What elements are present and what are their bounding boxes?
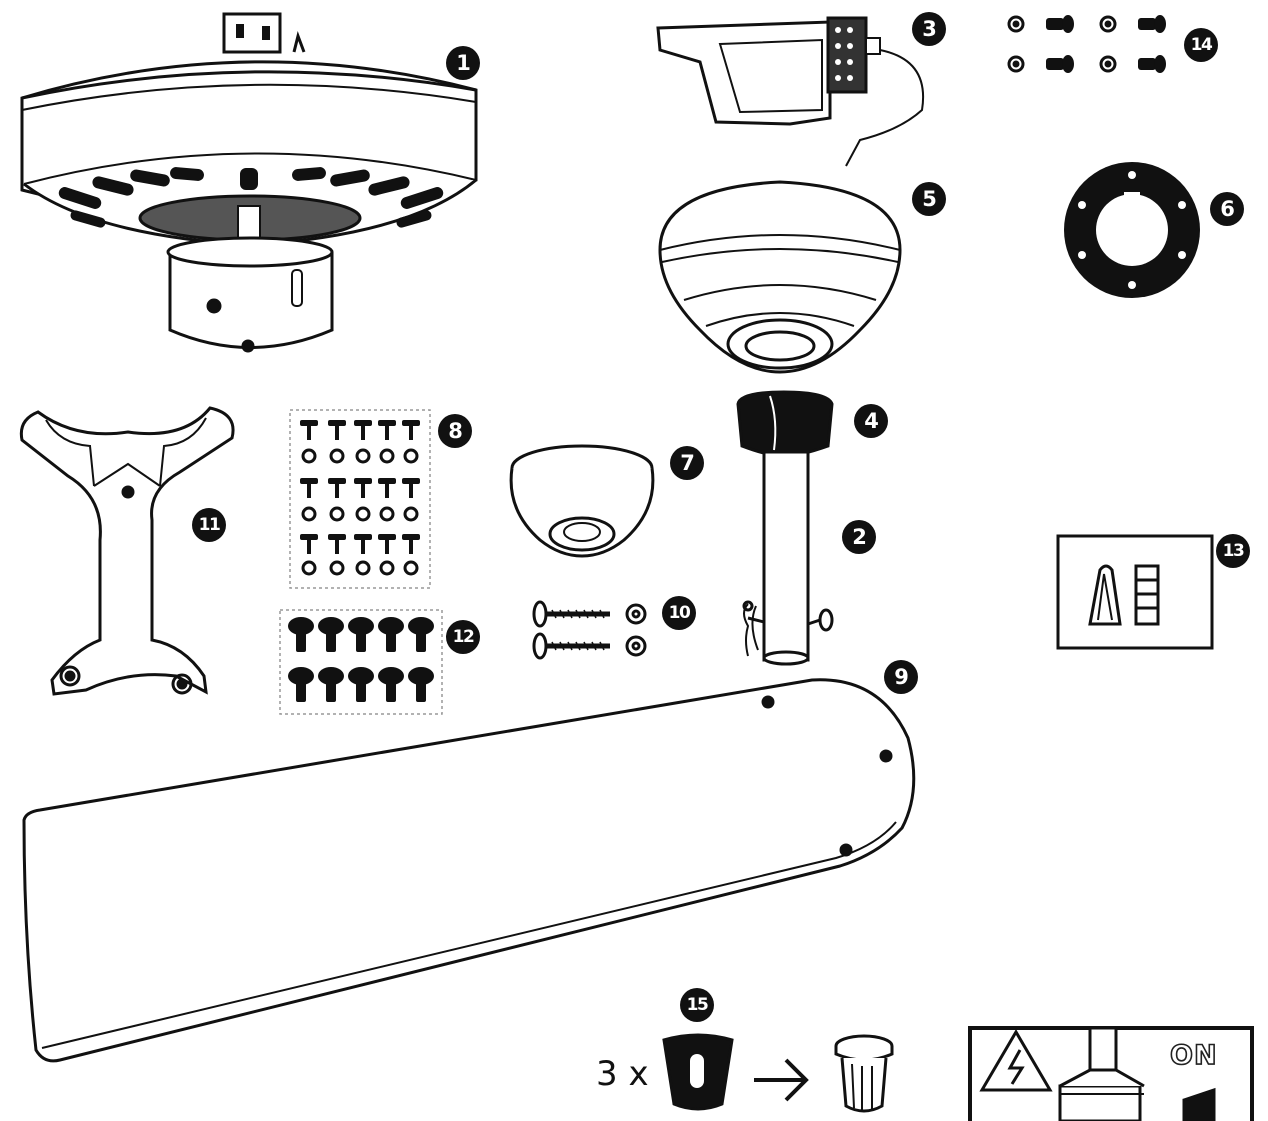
callout-7: 7 <box>670 446 704 480</box>
blade-screws-icon <box>279 609 443 715</box>
callout-9: 9 <box>884 660 918 694</box>
callout-8: 8 <box>438 414 472 448</box>
canopy-icon <box>658 180 902 374</box>
switch-on-label: ON <box>1169 1039 1218 1072</box>
callout-12: 12 <box>446 620 480 654</box>
mounting-bracket-icon <box>656 16 925 167</box>
callout-2: 2 <box>842 520 876 554</box>
callout-6: 6 <box>1210 192 1244 226</box>
downrod-icon <box>736 390 834 666</box>
callout-1: 1 <box>446 46 480 80</box>
canopy-screws-icon <box>532 600 647 660</box>
callout-11: 11 <box>192 508 226 542</box>
blade-arm-icon <box>19 406 235 696</box>
fan-blade-icon <box>22 678 916 1063</box>
callout-3: 3 <box>912 12 946 46</box>
warning-switch-panel <box>968 1026 1254 1121</box>
clip-connector-icon <box>1056 534 1214 650</box>
callout-4: 4 <box>854 404 888 438</box>
quantity-note: 3 x <box>596 1054 649 1094</box>
bracket-screws-icon <box>1007 15 1166 73</box>
callout-5: 5 <box>912 182 946 216</box>
callout-14: 14 <box>1184 28 1218 62</box>
motor-housing-icon <box>20 12 478 353</box>
rubber-gasket-icon <box>1064 162 1200 298</box>
switch-cup-icon <box>509 444 655 558</box>
screw-set-icon <box>289 409 431 589</box>
callout-10: 10 <box>662 596 696 630</box>
arrow-right-icon <box>754 1058 809 1102</box>
filter-cap-icon <box>834 1034 894 1113</box>
callout-13: 13 <box>1216 534 1250 568</box>
blade-adapter-icon <box>662 1033 734 1111</box>
callout-15: 15 <box>680 988 714 1022</box>
